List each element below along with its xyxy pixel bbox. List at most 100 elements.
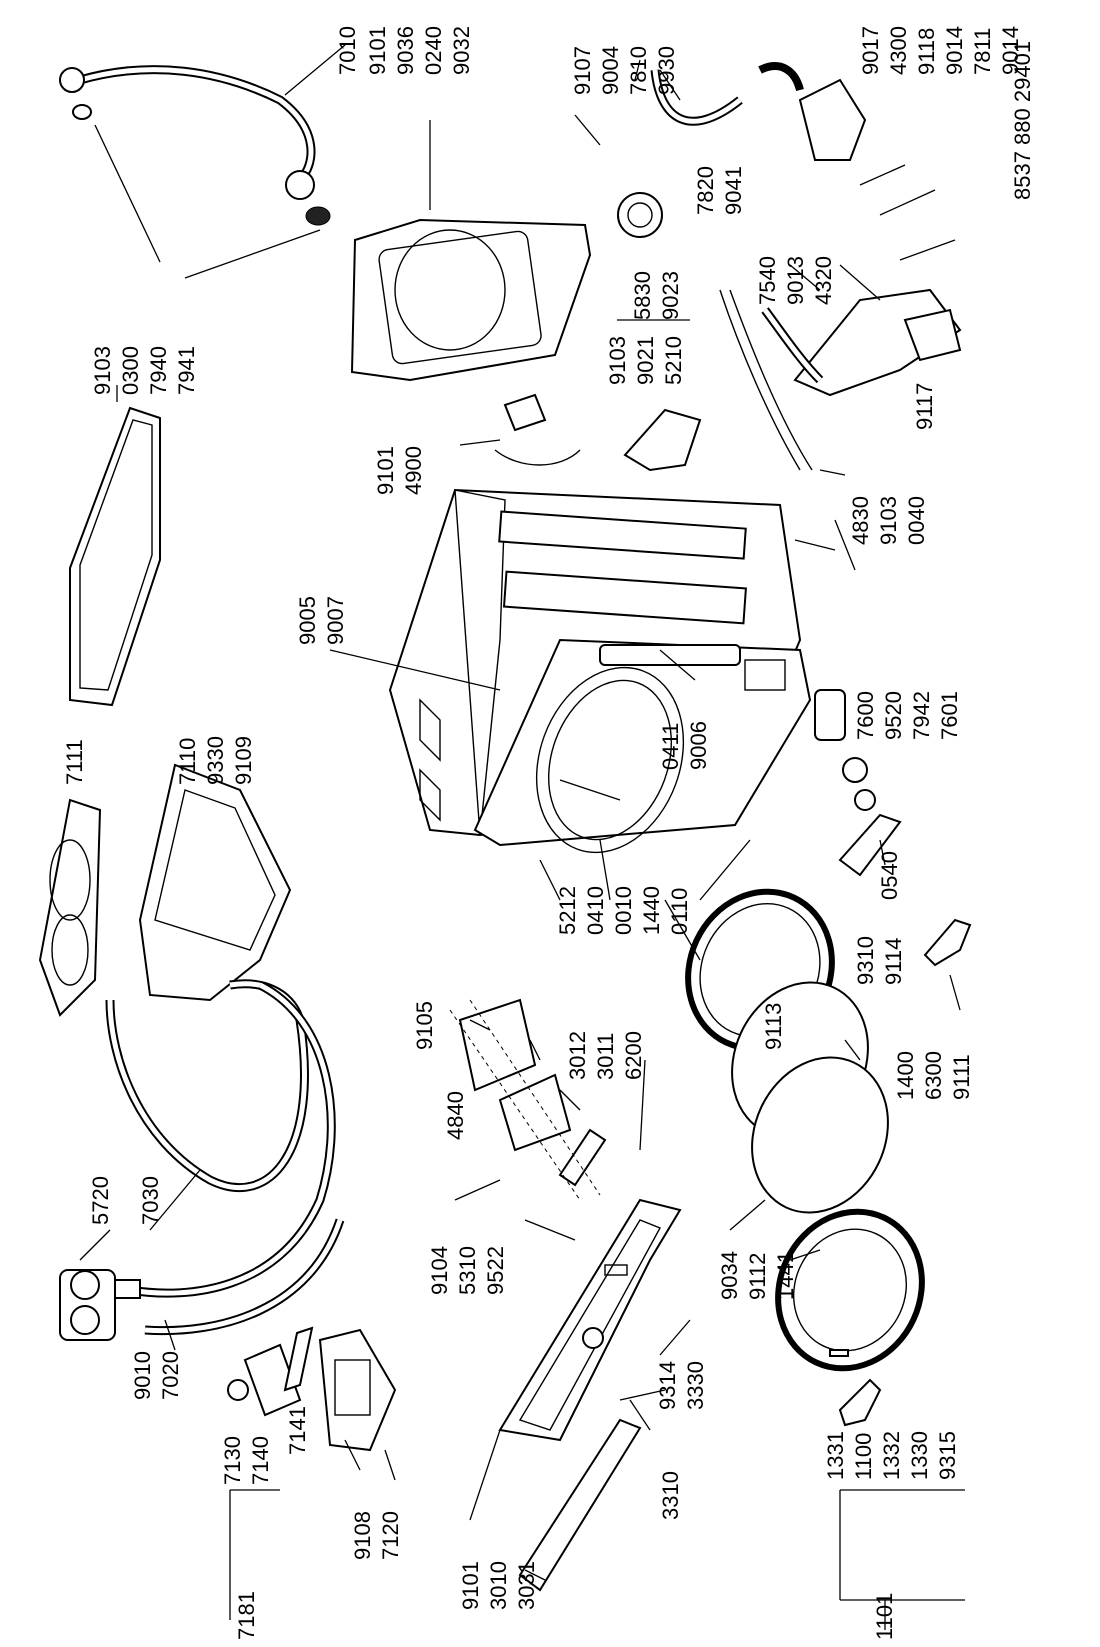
callout-0300: 0300 bbox=[118, 346, 143, 395]
callout-4900: 4900 bbox=[401, 446, 426, 495]
callout-9006: 9006 bbox=[686, 721, 711, 770]
callout-4830: 4830 bbox=[848, 496, 873, 545]
callout-9041: 9041 bbox=[721, 166, 746, 215]
callout-9032: 9032 bbox=[449, 26, 474, 75]
callout-7820: 7820 bbox=[693, 166, 718, 215]
callout-9010: 9010 bbox=[130, 1351, 155, 1400]
callout-4300: 4300 bbox=[886, 26, 911, 75]
module-5210 bbox=[623, 408, 702, 472]
callout-9930: 9930 bbox=[654, 46, 679, 95]
callout-5212: 5212 bbox=[555, 886, 580, 935]
callout-9004: 9004 bbox=[598, 46, 623, 95]
callout-7010: 7010 bbox=[335, 26, 360, 75]
callout-0040: 0040 bbox=[904, 496, 929, 545]
callout-6300: 6300 bbox=[921, 1051, 946, 1100]
callout-9118: 9118 bbox=[914, 28, 939, 75]
callout-9310: 9310 bbox=[853, 936, 878, 985]
callout-9013: 9013 bbox=[783, 256, 808, 305]
callout-3012: 3012 bbox=[565, 1031, 590, 1080]
callout-1332: 1332 bbox=[879, 1431, 904, 1480]
callout-1331: 1331 bbox=[823, 1431, 848, 1480]
callout-9034: 9034 bbox=[717, 1251, 742, 1300]
callout-9017: 9017 bbox=[858, 26, 883, 75]
callout-9113: 9113 bbox=[761, 1003, 786, 1050]
callout-1441: 1441 bbox=[773, 1251, 798, 1300]
callout-9314: 9314 bbox=[655, 1361, 680, 1410]
door-1400 bbox=[731, 981, 889, 1214]
grid-7141 bbox=[283, 1326, 314, 1392]
dispenser-lid-7111 bbox=[38, 798, 102, 1017]
callout-7810: 7810 bbox=[626, 46, 651, 95]
hose-7030 bbox=[105, 979, 309, 1193]
callout-7020: 7020 bbox=[158, 1351, 183, 1400]
callout-3330: 3330 bbox=[683, 1361, 708, 1410]
callout-3011: 3011 bbox=[593, 1033, 618, 1080]
callout-0540: 0540 bbox=[877, 851, 902, 900]
sump-4320 bbox=[793, 288, 962, 397]
callout-0411: 0411 bbox=[658, 723, 683, 770]
callout-7111: 7111 bbox=[62, 739, 87, 785]
callout-9330: 9330 bbox=[203, 736, 228, 785]
callout-9103-b: 9103 bbox=[90, 346, 115, 395]
handle-1100 bbox=[829, 1349, 882, 1427]
callout-7940: 7940 bbox=[146, 346, 171, 395]
callout-1330: 1330 bbox=[907, 1431, 932, 1480]
callout-4320: 4320 bbox=[811, 256, 836, 305]
callout-1400: 1400 bbox=[893, 1051, 918, 1100]
callout-7601: 7601 bbox=[937, 691, 962, 740]
siphon-7140 bbox=[227, 1343, 302, 1417]
pump-7600 bbox=[814, 689, 876, 811]
callout-0110: 0110 bbox=[667, 888, 692, 935]
wiring-4830 bbox=[719, 289, 813, 471]
dispenser-drawer-7120 bbox=[318, 1328, 397, 1452]
bracket-lines bbox=[229, 319, 965, 1620]
callout-9105: 9105 bbox=[412, 1001, 437, 1050]
callout-9107: 9107 bbox=[570, 46, 595, 95]
callout-1100: 1100 bbox=[851, 1433, 876, 1480]
drawer-front-3031 bbox=[518, 1418, 642, 1592]
callout-3031: 3031 bbox=[514, 1561, 539, 1610]
callout-9114: 9114 bbox=[881, 938, 906, 985]
callout-6200: 6200 bbox=[621, 1031, 646, 1080]
callout-9101-c: 9101 bbox=[458, 1561, 483, 1610]
callout-9109: 9109 bbox=[231, 736, 256, 785]
valve-5720 bbox=[59, 1269, 141, 1341]
callout-5720: 5720 bbox=[88, 1176, 113, 1225]
callout-9522: 9522 bbox=[483, 1246, 508, 1295]
callout-7130: 7130 bbox=[220, 1436, 245, 1485]
callout-0010: 0010 bbox=[611, 886, 636, 935]
callout-5210: 5210 bbox=[661, 336, 686, 385]
callout-4840: 4840 bbox=[443, 1091, 468, 1140]
callout-7941: 7941 bbox=[174, 346, 199, 395]
power-cord-4900 bbox=[494, 393, 581, 466]
callout-labels: 8537 880 29401 7010 9101 9036 0240 9032 … bbox=[62, 26, 1035, 1640]
callout-9112: 9112 bbox=[745, 1253, 770, 1300]
callout-7140: 7140 bbox=[248, 1436, 273, 1485]
callout-0410: 0410 bbox=[583, 886, 608, 935]
hose-9930 bbox=[650, 69, 743, 126]
callout-5310: 5310 bbox=[455, 1246, 480, 1295]
callout-9108: 9108 bbox=[350, 1511, 375, 1560]
control-panel-3010 bbox=[498, 1198, 682, 1442]
callout-9007: 9007 bbox=[323, 596, 348, 645]
callout-9520: 9520 bbox=[881, 691, 906, 740]
callout-9104: 9104 bbox=[427, 1246, 452, 1295]
callout-9101-a: 9101 bbox=[365, 26, 390, 75]
callout-9021: 9021 bbox=[633, 336, 658, 385]
callout-9315: 9315 bbox=[935, 1431, 960, 1480]
callout-5830: 5830 bbox=[630, 271, 655, 320]
pressure-switch-5830 bbox=[617, 192, 663, 238]
back-panel-0240 bbox=[350, 218, 592, 382]
callout-9014-b: 9014 bbox=[998, 26, 1023, 75]
callout-9101-b: 9101 bbox=[373, 446, 398, 495]
filter-cover-0540 bbox=[838, 813, 902, 877]
callout-9111: 9111 bbox=[949, 1054, 974, 1100]
callout-7120: 7120 bbox=[378, 1511, 403, 1560]
callout-9117: 9117 bbox=[912, 383, 937, 430]
door-hinge-6300 bbox=[923, 918, 972, 967]
front-panel-0010 bbox=[473, 638, 812, 854]
callout-7540: 7540 bbox=[755, 256, 780, 305]
door-ring-1441 bbox=[775, 1208, 925, 1372]
hose-7540 bbox=[761, 307, 824, 384]
